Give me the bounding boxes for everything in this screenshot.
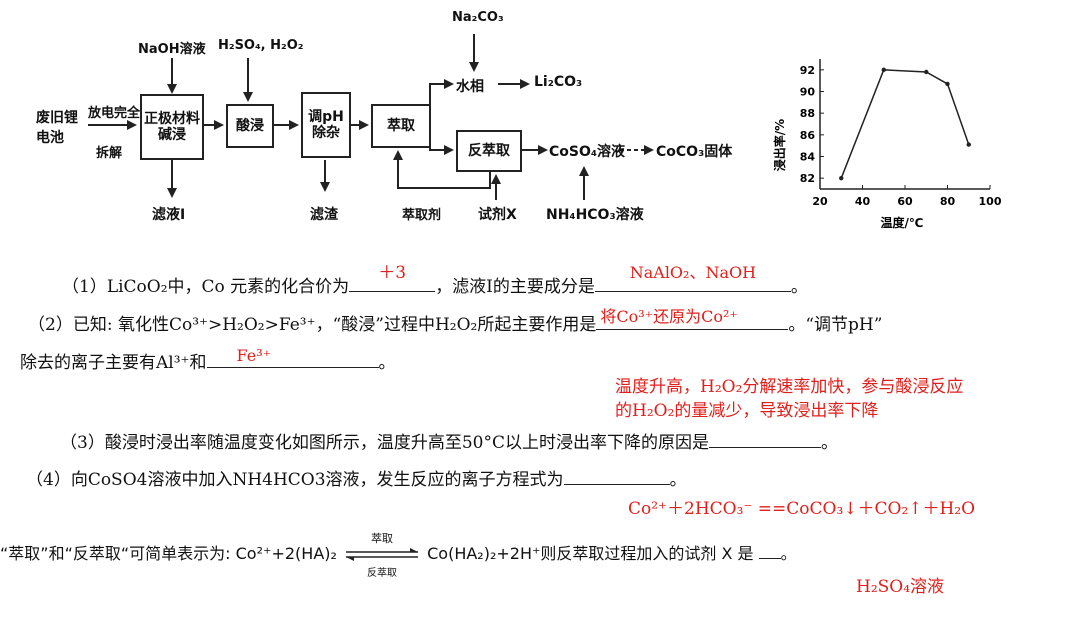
- y-tick-label: 90: [800, 86, 816, 99]
- question-4: （4）向CoSO4溶液中加入NH4HCO3溶液，发生反应的离子方程式为 。: [26, 465, 687, 490]
- filter-residue: 滤渣: [310, 207, 338, 223]
- x-tick-label: 60: [897, 195, 913, 208]
- question-2-cont: 除去的离子主要有Al³⁺和 Fe³⁺ 。: [20, 346, 396, 373]
- question-5: “萃取”和“反萃取“可简单表示为: Co²⁺+2(HA)₂ 萃取 反萃取 Co(…: [0, 532, 797, 579]
- q1-answer-filtrate: NaAlO₂、NaOH: [629, 263, 757, 282]
- q4-end: 。: [669, 470, 687, 490]
- box-cathode-alkali-leach: 正极材料碱浸: [140, 94, 204, 160]
- question-3: （3）酸浸时浸出率随温度变化如图所示，温度升高至50°C以上时浸出率下降的原因是…: [60, 428, 838, 453]
- q5-blank: [758, 540, 781, 559]
- q2-blank-ion: Fe³⁺: [206, 346, 379, 368]
- question-2: （2）已知: 氧化性Co³⁺>H₂O₂>Fe³⁺，“酸浸”过程中H₂O₂所起主要…: [28, 307, 883, 335]
- box-acid-leach: 酸浸: [226, 104, 274, 148]
- y-tick-label: 88: [800, 107, 815, 120]
- q1-text-c: 。: [790, 277, 808, 297]
- chart-data-point: [839, 175, 844, 181]
- q4-blank: [563, 466, 670, 485]
- q5-equilibrium-arrow: 萃取 反萃取: [342, 532, 422, 579]
- equilibrium-arrows-icon: [346, 547, 419, 561]
- q5-text-b: Co(HA₂)₂+2H⁺则反萃取过程加入的试剂 X 是: [427, 544, 754, 563]
- q5-arrow-over-label: 萃取: [371, 531, 394, 545]
- q1-answer-valence: ＋3: [378, 263, 407, 283]
- chart-series-line: [840, 69, 970, 179]
- leach-rate-chart: 浸出率/% 温度/℃ 20 40 60 80 100 82 84 86 88 90 92: [772, 59, 1002, 230]
- q2-text-c: 除去的离子主要有Al³⁺和: [20, 353, 207, 373]
- q2-answer-role: 将Co³⁺还原为Co²⁺: [600, 307, 738, 326]
- q1-text-b: ，滤液Ⅰ的主要成分是: [435, 277, 595, 297]
- q5-arrow-under-label: 反萃取: [367, 567, 398, 579]
- y-tick-label: 86: [800, 129, 816, 142]
- y-tick-label: 92: [800, 64, 815, 77]
- chart-x-axis-label: 温度/℃: [881, 215, 924, 230]
- y-tick-label: 84: [800, 151, 816, 164]
- extractant: 萃取剂: [402, 208, 442, 223]
- product-coso4-solution: CoSO₄溶液: [549, 144, 626, 160]
- q2-blank-role: 将Co³⁺还原为Co²⁺: [596, 307, 789, 330]
- y-tick-label: 82: [800, 172, 815, 185]
- chart-data-point: [881, 67, 886, 73]
- q5-end: 。: [780, 544, 797, 563]
- question-1: （1）LiCoO₂中，Co 元素的化合价为 ＋3 ，滤液Ⅰ的主要成分是 NaAlO₂、…: [62, 263, 808, 297]
- nh4hco3-solution: NH₄HCO₃溶液: [546, 207, 644, 223]
- q1-blank-valence: ＋3: [349, 263, 436, 292]
- q1-blank-filtrate: NaAlO₂、NaOH: [594, 263, 791, 292]
- x-tick-label: 100: [979, 195, 1002, 208]
- product-coco3-solid: CoCO₃固体: [656, 144, 733, 160]
- q4-text: （4）向CoSO4溶液中加入NH4HCO3溶液，发生反应的离子方程式为: [26, 470, 564, 490]
- reagent-h2so4-h2o2: H₂SO₄, H₂O₂: [218, 38, 304, 53]
- q5-text-a: “萃取”和“反萃取“可简单表示为: Co²⁺+2(HA)₂: [0, 544, 337, 563]
- q3-answer-line-2: 的H₂O₂的量减少，导致浸出率下降: [615, 401, 879, 421]
- aqueous-phase: 水相: [456, 79, 484, 95]
- box-adjust-ph: 调pH除杂: [301, 92, 351, 158]
- start-waste-battery: 废旧锂电池: [36, 110, 78, 146]
- x-tick-label: 20: [812, 195, 828, 208]
- reagent-na2co3: Na₂CO₃: [452, 10, 504, 25]
- arrow-label-discharge: 放电完全: [88, 106, 141, 121]
- q3-blank: [708, 429, 821, 448]
- q3-text: （3）酸浸时浸出率随温度变化如图所示，温度升高至50°C以上时浸出率下降的原因是: [60, 433, 709, 453]
- box-extraction: 萃取: [371, 104, 431, 148]
- product-li2co3: Li₂CO₃: [534, 74, 583, 90]
- q2-answer-ion: Fe³⁺: [236, 346, 272, 365]
- reagent-naoh: NaOH溶液: [138, 42, 206, 57]
- x-tick-label: 80: [940, 195, 956, 208]
- chart-y-axis-label: 浸出率/%: [772, 119, 787, 171]
- q2-text-d: 。: [378, 353, 396, 373]
- arrow-label-dismantle: 拆解: [96, 146, 123, 161]
- filtrate-i: 滤液Ⅰ: [152, 207, 186, 223]
- q1-text-a: （1）LiCoO₂中，Co 元素的化合价为: [62, 277, 350, 297]
- chart-data-point: [966, 142, 971, 147]
- x-tick-label: 40: [855, 195, 871, 208]
- box-back-extraction: 反萃取: [456, 130, 522, 172]
- q5-answer-reagent: H₂SO₄溶液: [856, 577, 945, 597]
- q2-text-b: 。“调节pH”: [788, 315, 883, 335]
- chart-data-point: [945, 81, 950, 87]
- reagent-x: 试剂X: [478, 207, 517, 223]
- chart-data-point: [924, 69, 929, 75]
- q4-answer-equation: Co²⁺＋2HCO₃⁻ ==CoCO₃↓＋CO₂↑＋H₂O: [628, 499, 976, 519]
- q2-text-a: （2）已知: 氧化性Co³⁺>H₂O₂>Fe³⁺，“酸浸”过程中H₂O₂所起主要…: [28, 315, 597, 335]
- q3-answer-line-1: 温度升高，H₂O₂分解速率加快，参与酸浸反应: [615, 377, 964, 397]
- q3-end: 。: [820, 433, 838, 453]
